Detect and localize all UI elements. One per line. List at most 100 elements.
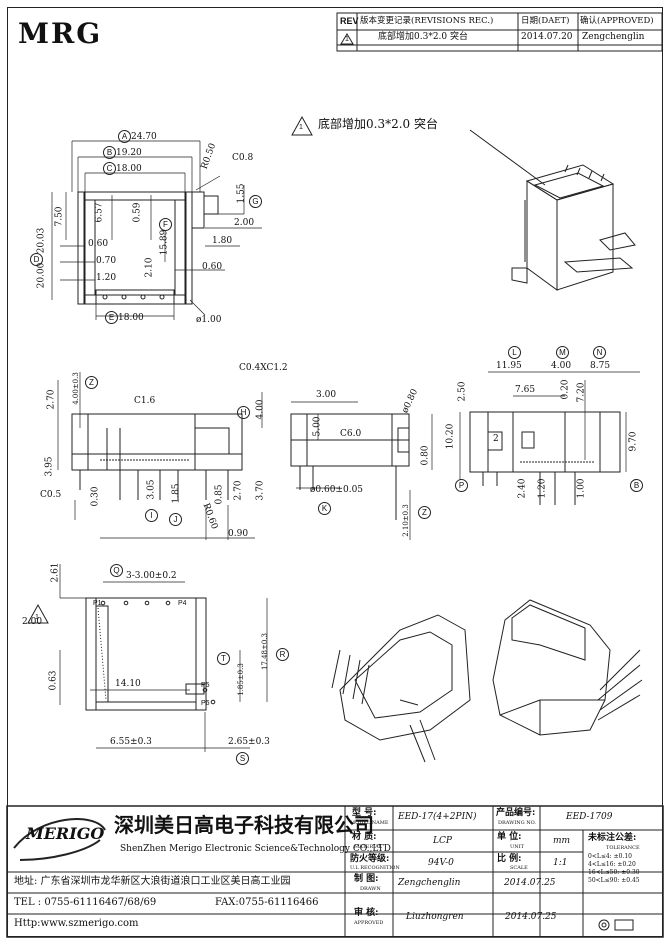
callout-f: F xyxy=(159,218,172,231)
dim-pitch: 3-3.00±0.2 xyxy=(126,571,177,581)
callout-z2: Z xyxy=(418,506,431,519)
pin-p5: P5 xyxy=(201,682,210,689)
isometric-view-right xyxy=(492,599,643,736)
drawn-date: 2014.07.25 xyxy=(504,878,556,888)
callout-d: D xyxy=(30,253,43,266)
dim-100: 1.00 xyxy=(576,478,587,499)
front-view-outline xyxy=(77,191,219,305)
side-view-right-dims xyxy=(459,371,640,480)
dim-070: 0.70 xyxy=(96,256,117,266)
ul-label: 防火等级: xyxy=(350,854,390,864)
dim-l-value: 11.95 xyxy=(496,361,522,371)
mrg-logo: MRG xyxy=(18,17,103,50)
dim-305: 3.05 xyxy=(146,479,157,500)
dim-210: 2.10 xyxy=(144,257,155,278)
dim-300: 3.00 xyxy=(316,390,337,400)
callout-h: H xyxy=(237,406,250,419)
revision-note: 底部增加0.3*2.0 突台 xyxy=(318,117,438,131)
date-col-header: 日期(DAET) xyxy=(521,16,570,26)
dim-b-value: 19.20 xyxy=(116,148,142,158)
dim-270: 2.70 xyxy=(46,389,57,410)
dim-phi100: ø1.00 xyxy=(196,315,222,325)
dim-240: 2.40 xyxy=(517,478,528,499)
dim-155: 1.55 xyxy=(236,183,247,204)
dim-765: 7.65 xyxy=(515,385,536,395)
drawn-name: Zengchenglin xyxy=(398,878,461,888)
callout-r: R xyxy=(276,648,289,661)
revision-approved-by: Zengchenglin xyxy=(582,32,645,42)
material-value: LCP xyxy=(433,836,452,846)
dim-657: 6.57 xyxy=(94,202,105,223)
dim-060a: 0.60 xyxy=(88,239,109,249)
material-label: 材 质: xyxy=(352,832,377,842)
dim-080: 0.80 xyxy=(420,445,431,466)
dim-500: 5.00 xyxy=(312,416,323,437)
callout-g: G xyxy=(249,195,262,208)
pin-p4: P4 xyxy=(178,600,187,607)
dim-395: 3.95 xyxy=(44,456,55,477)
address: 地址: 广东省深圳市龙华新区大浪街道浪口工业区美日高工业园 xyxy=(14,876,291,887)
drawing-no-value: EED-1709 xyxy=(566,812,613,822)
dim-a-value: 24.70 xyxy=(131,132,157,142)
record-col-header: 版本变更记录(REVISIONS REC.) xyxy=(360,16,494,26)
unit-value: mm xyxy=(553,836,571,846)
approved-col-header: 确认(APPROVED) xyxy=(580,16,654,26)
callout-l: L xyxy=(508,346,521,359)
dim-185-tol: 1.85±0.3 xyxy=(236,663,245,696)
dim-n-value: 8.75 xyxy=(590,361,611,371)
dim-400-tol: 4.00±0.3 xyxy=(71,372,80,405)
callout-b2: B xyxy=(630,479,643,492)
rev-col-header: REV xyxy=(340,16,359,26)
dim-185: 1.85 xyxy=(171,483,182,504)
revision-table-lines xyxy=(336,12,663,52)
model-value: EED-17(4+2PIN) xyxy=(398,812,477,822)
company-name-cn: 深圳美日高电子科技有限公司 xyxy=(114,813,374,837)
dim-970: 9.70 xyxy=(628,431,639,452)
approved-label: 审 核: xyxy=(354,908,379,918)
revision-date: 2014.07.20 xyxy=(521,32,573,42)
tolerance-sublabel: TOLERANCE xyxy=(606,845,640,851)
dim-270b: 2.70 xyxy=(233,480,244,501)
bottom-view-dims xyxy=(59,564,268,752)
dim-1410: 14.10 xyxy=(115,679,141,689)
revision-record: 底部增加0.3*2.0 突台 xyxy=(378,32,468,42)
approved-name: Liuzhongren xyxy=(406,912,464,922)
company-name-en: ShenZhen Merigo Electronic Science&Techn… xyxy=(120,844,391,854)
ul-value: 94V-0 xyxy=(428,858,454,868)
scale-value: 1:1 xyxy=(553,858,568,868)
dim-210-tol: 2.10±0.3 xyxy=(401,504,410,537)
side-view-left-dims xyxy=(57,372,263,540)
dim-h-400: 4.00 xyxy=(255,399,266,420)
dim-059: 0.59 xyxy=(132,202,143,223)
callout-b: B xyxy=(103,146,116,159)
callout-c: C xyxy=(103,162,116,175)
dim-370: 3.70 xyxy=(255,480,266,501)
dim-655: 6.55±0.3 xyxy=(110,737,152,747)
dim-m-value: 4.00 xyxy=(551,361,572,371)
dim-phi060: ø0.60±0.05 xyxy=(310,485,364,495)
unit-sublabel: UNIT xyxy=(510,844,524,850)
ul-sublabel: U.L RECOGNITION xyxy=(350,865,400,871)
dim-1748-tol: 17.48±0.3 xyxy=(261,632,270,671)
dim-200b: 2.00 xyxy=(22,617,43,627)
scale-label: 比 例: xyxy=(497,854,522,864)
approved-sublabel: APPROVED xyxy=(354,920,384,926)
drawn-sublabel: DRAWN xyxy=(360,886,381,892)
callout-z: Z xyxy=(85,376,98,389)
dim-c05: C0.5 xyxy=(40,490,62,500)
dim-120: 1.20 xyxy=(96,273,117,283)
dim-265: 2.65±0.3 xyxy=(228,737,270,747)
tolerance-title: 未标注公差: xyxy=(588,833,637,843)
dim-c16: C1.6 xyxy=(134,396,156,406)
isometric-view-top xyxy=(291,115,636,291)
fax: FAX:0755-61116466 xyxy=(215,897,319,908)
front-view-dimensions xyxy=(51,140,262,320)
tolerance-line-1: 0<L≤4: ±0.10 xyxy=(588,853,632,860)
unit-label: 单 位: xyxy=(497,832,522,842)
scale-sublabel: SCALE xyxy=(510,865,528,871)
callout-p: P xyxy=(455,479,468,492)
